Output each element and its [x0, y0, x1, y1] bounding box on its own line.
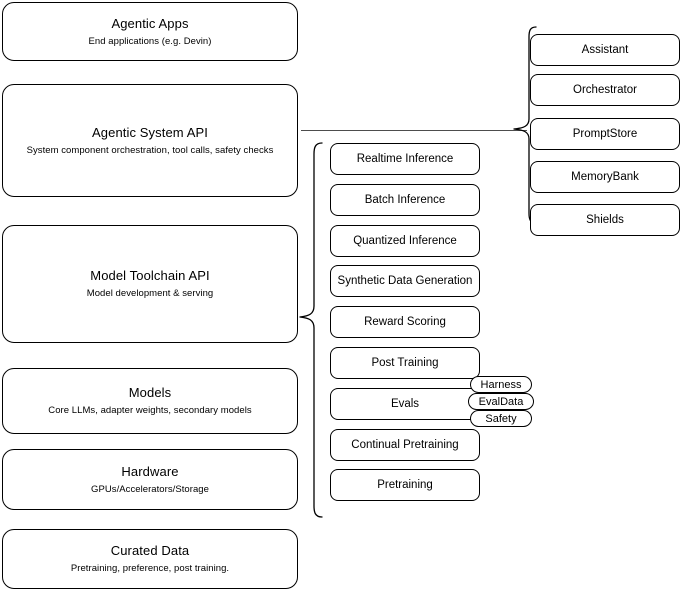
brace-toolchain-components [298, 142, 324, 518]
layer-box-curated-data[interactable]: Curated Data Pretraining, preference, po… [2, 529, 298, 589]
connector-line-system-api [301, 130, 527, 131]
system-box-assistant[interactable]: Assistant [530, 34, 680, 66]
layer-title: Models [128, 385, 172, 400]
layer-subtitle: System component orchestration, tool cal… [26, 144, 274, 156]
system-label: Orchestrator [573, 84, 637, 96]
toolchain-box-quantized-inference[interactable]: Quantized Inference [330, 225, 480, 257]
layer-box-models[interactable]: Models Core LLMs, adapter weights, secon… [2, 368, 298, 434]
eval-badge-label: Safety [485, 412, 517, 425]
toolchain-label: Post Training [371, 357, 439, 369]
toolchain-label: Reward Scoring [364, 316, 446, 328]
eval-badge-safety[interactable]: Safety [470, 410, 532, 427]
layer-box-agentic-apps[interactable]: Agentic Apps End applications (e.g. Devi… [2, 2, 298, 61]
system-box-promptstore[interactable]: PromptStore [530, 118, 680, 150]
toolchain-box-evals[interactable]: Evals [330, 388, 480, 420]
layer-box-hardware[interactable]: Hardware GPUs/Accelerators/Storage [2, 449, 298, 510]
toolchain-box-realtime-inference[interactable]: Realtime Inference [330, 143, 480, 175]
eval-badge-harness[interactable]: Harness [470, 376, 532, 393]
system-label: Assistant [581, 44, 629, 56]
eval-badge-label: Harness [480, 378, 522, 391]
layer-title: Hardware [121, 463, 179, 479]
system-label: PromptStore [572, 128, 638, 140]
layer-title: Agentic Apps [111, 15, 189, 31]
layer-box-model-toolchain-api[interactable]: Model Toolchain API Model development & … [2, 225, 298, 343]
brace-system-components [512, 26, 538, 224]
toolchain-label: Batch Inference [364, 194, 446, 206]
system-box-orchestrator[interactable]: Orchestrator [530, 74, 680, 106]
eval-badge-evaldata[interactable]: EvalData [468, 393, 534, 410]
system-label: MemoryBank [571, 171, 639, 183]
toolchain-box-synthetic-data-generation[interactable]: Synthetic Data Generation [330, 265, 480, 297]
toolchain-box-pretraining[interactable]: Pretraining [330, 469, 480, 501]
system-label: Shields [586, 214, 624, 226]
toolchain-label: Realtime Inference [356, 153, 454, 165]
toolchain-box-reward-scoring[interactable]: Reward Scoring [330, 306, 480, 338]
layer-subtitle: End applications (e.g. Devin) [88, 35, 212, 47]
layer-box-agentic-system-api[interactable]: Agentic System API System component orch… [2, 84, 298, 197]
layer-subtitle: Model development & serving [86, 288, 214, 299]
toolchain-label: Quantized Inference [353, 235, 457, 247]
system-box-shields[interactable]: Shields [530, 204, 680, 236]
toolchain-label: Continual Pretraining [351, 439, 459, 451]
layer-title: Model Toolchain API [90, 268, 210, 283]
system-box-memorybank[interactable]: MemoryBank [530, 161, 680, 193]
toolchain-box-batch-inference[interactable]: Batch Inference [330, 184, 480, 216]
toolchain-label: Evals [390, 398, 420, 410]
eval-badge-label: EvalData [478, 395, 524, 408]
toolchain-box-continual-pretraining[interactable]: Continual Pretraining [330, 429, 480, 461]
layer-subtitle: GPUs/Accelerators/Storage [91, 483, 209, 495]
toolchain-label: Pretraining [377, 479, 433, 491]
layer-subtitle: Pretraining, preference, post training. [70, 563, 230, 574]
toolchain-box-post-training[interactable]: Post Training [330, 347, 480, 379]
toolchain-label: Synthetic Data Generation [337, 275, 473, 287]
layer-subtitle: Core LLMs, adapter weights, secondary mo… [48, 405, 252, 416]
layer-title: Curated Data [110, 543, 190, 558]
layer-title: Agentic System API [92, 124, 208, 140]
